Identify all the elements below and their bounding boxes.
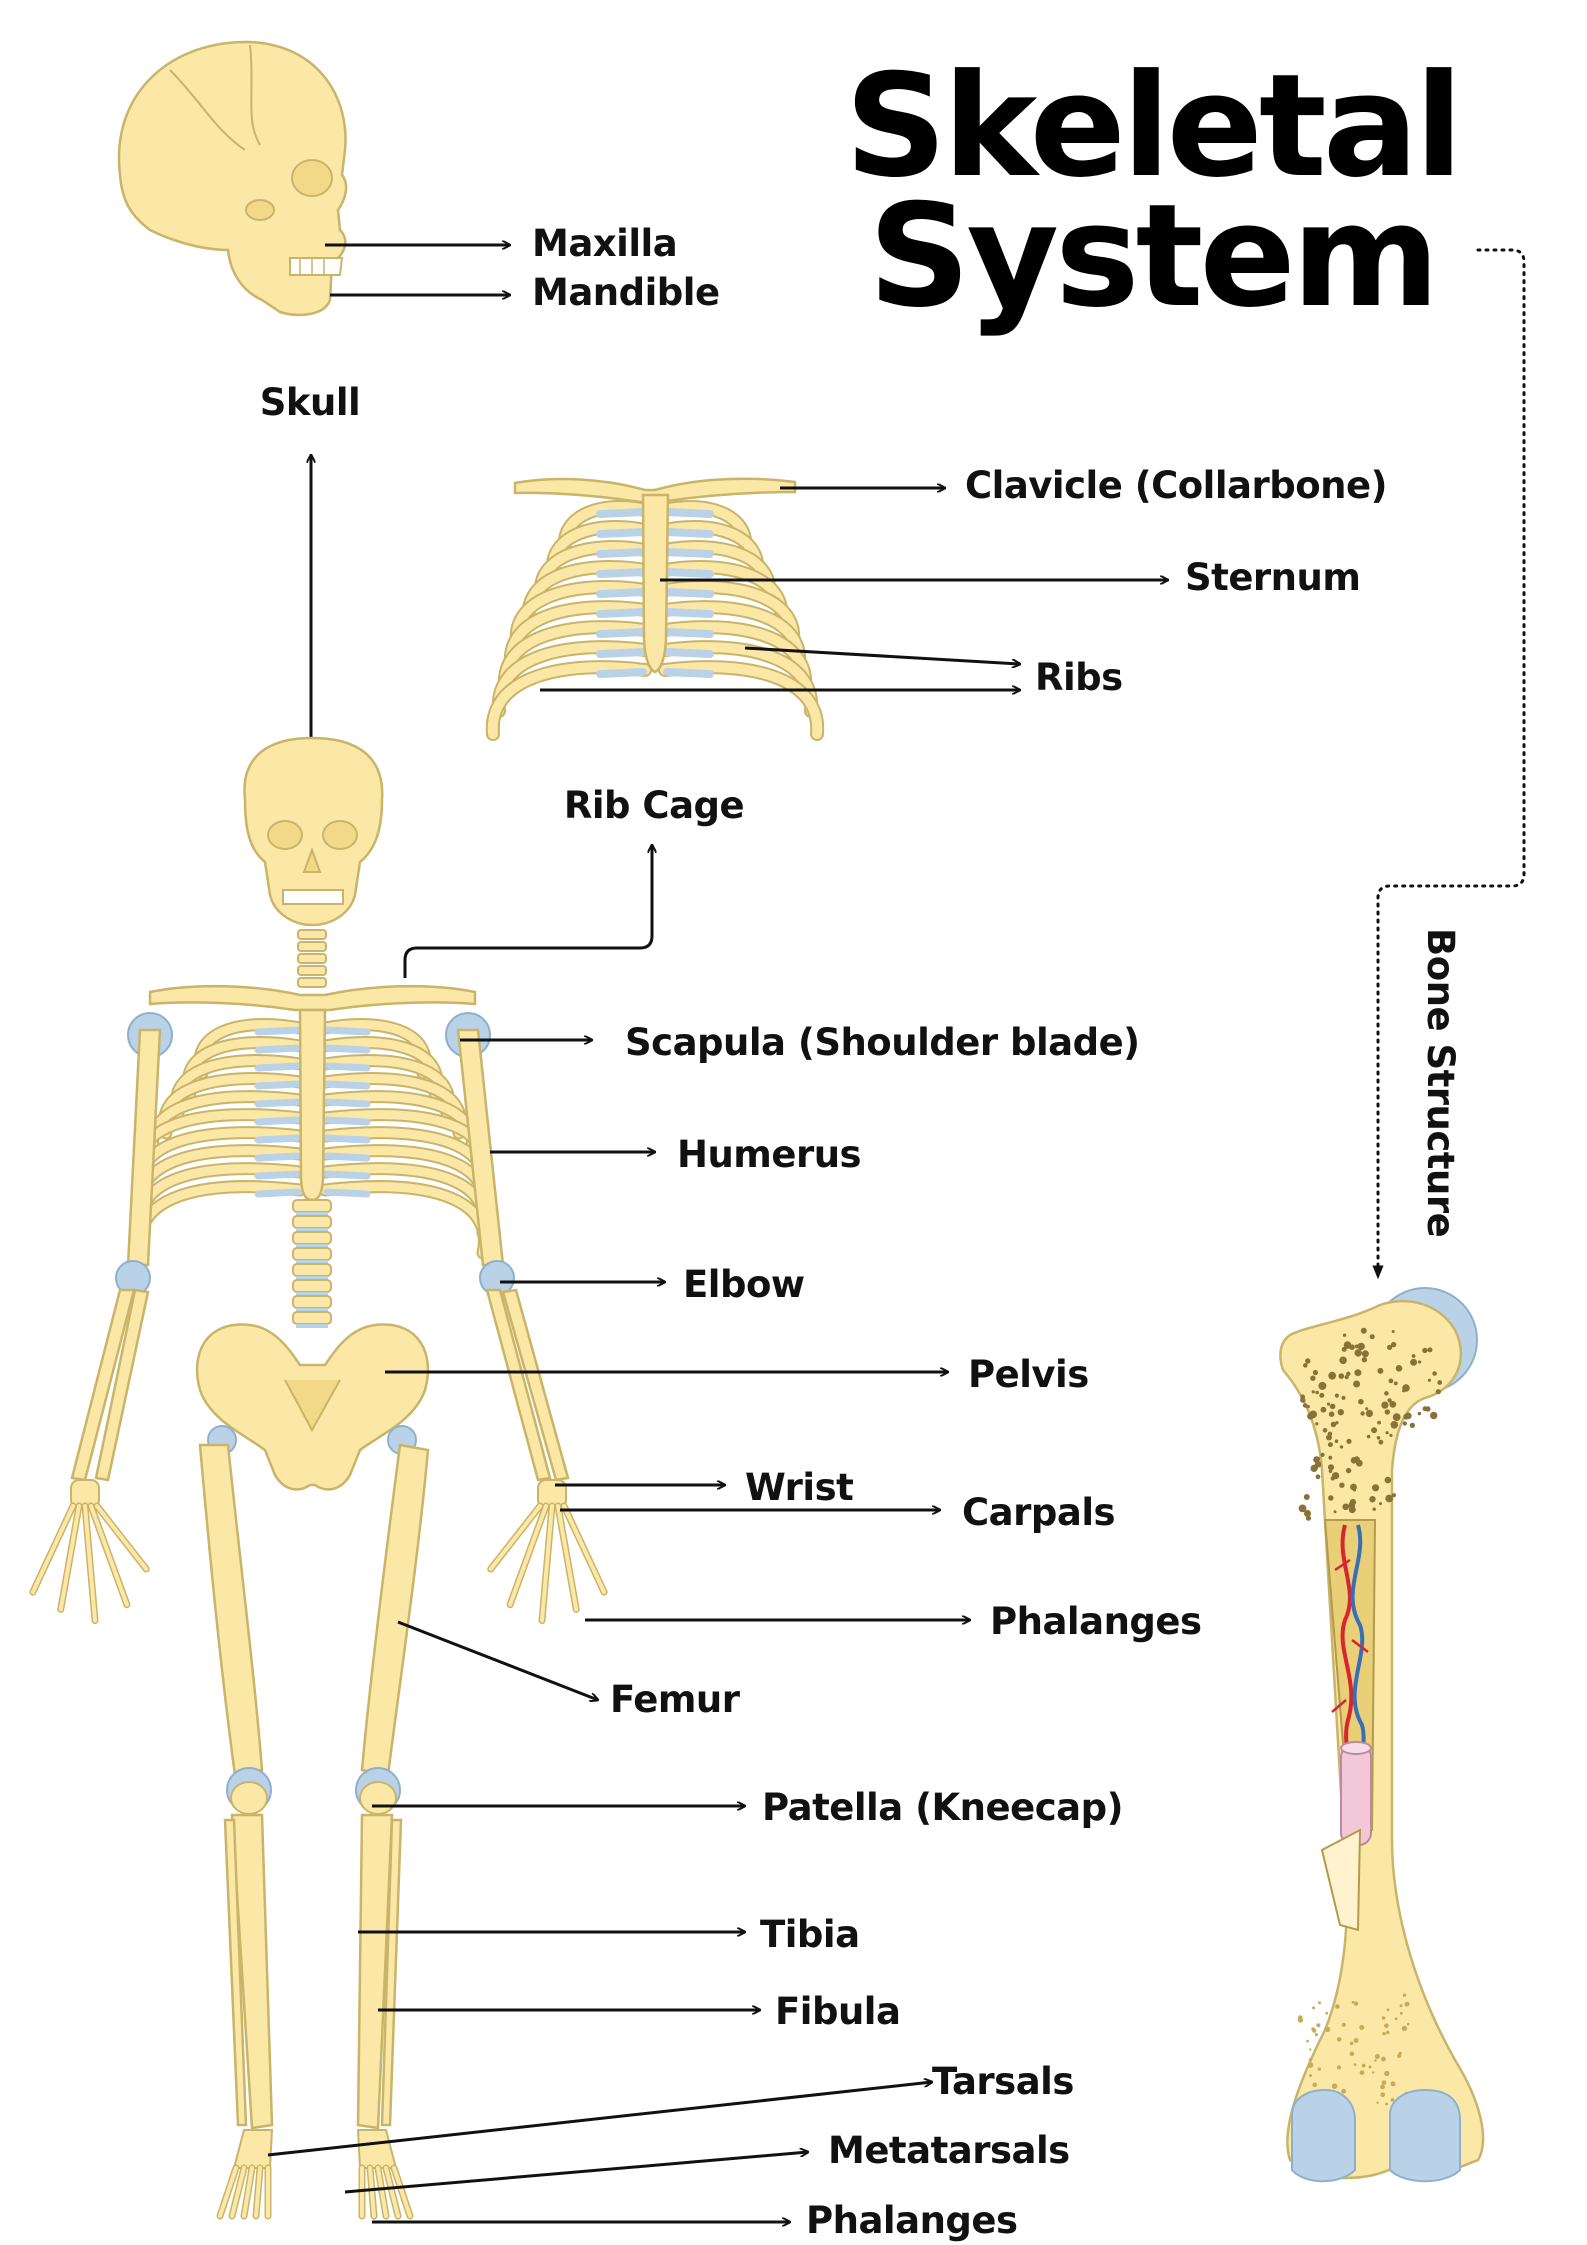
title-line-2: System (868, 174, 1436, 339)
skeleton-labels: Scapula (Shoulder blade) Humerus Elbow P… (610, 1021, 1202, 2242)
femur-arrow (397, 1620, 598, 1700)
patella-label: Patella (Kneecap) (762, 1786, 1123, 1829)
foot-phalanges-label: Phalanges (806, 2199, 1018, 2242)
bone-structure-heading: Bone Structure (1419, 928, 1462, 1237)
mandible-label: Mandible (532, 271, 720, 314)
rib-cage-heading: Rib Cage (564, 784, 744, 827)
tarsals-label: Tarsals (932, 2060, 1074, 2103)
ribs-arrow-upper (744, 646, 1020, 664)
skeleton-label-arrows (267, 1040, 970, 2222)
clavicle-label: Clavicle (Collarbone) (965, 464, 1387, 507)
skull-heading: Skull (260, 381, 360, 424)
skull-part-arrows (325, 245, 510, 295)
carpals-label: Carpals (962, 1491, 1115, 1534)
skull-side-illustration (117, 40, 348, 317)
page-title: Skeletal System (845, 44, 1464, 339)
hand-phalanges-label: Phalanges (990, 1600, 1202, 1643)
wrist-label: Wrist (745, 1466, 853, 1509)
femur-label: Femur (610, 1678, 741, 1721)
tarsals-arrow (267, 2082, 932, 2157)
humerus-label: Humerus (677, 1133, 861, 1176)
scapula-label: Scapula (Shoulder blade) (625, 1021, 1140, 1064)
maxilla-label: Maxilla (532, 222, 677, 265)
full-skeleton-illustration (29, 736, 608, 2220)
pelvis-label: Pelvis (968, 1353, 1089, 1396)
title-line-1: Skeletal (845, 44, 1460, 209)
elbow-label: Elbow (683, 1263, 805, 1306)
bone-structure-connector (1372, 248, 1526, 1280)
rib-cage-illustration (485, 477, 825, 741)
fibula-label: Fibula (775, 1990, 900, 2033)
metatarsals-arrow (344, 2152, 808, 2194)
femur-cross-section-illustration (1279, 1287, 1485, 2183)
rib-cage-pointer-arrow (403, 845, 652, 978)
metatarsals-label: Metatarsals (828, 2129, 1070, 2172)
rib-cage-part-arrows (540, 488, 1168, 690)
sternum-label: Sternum (1185, 556, 1360, 599)
tibia-label: Tibia (760, 1913, 860, 1956)
ribs-label: Ribs (1035, 656, 1123, 699)
